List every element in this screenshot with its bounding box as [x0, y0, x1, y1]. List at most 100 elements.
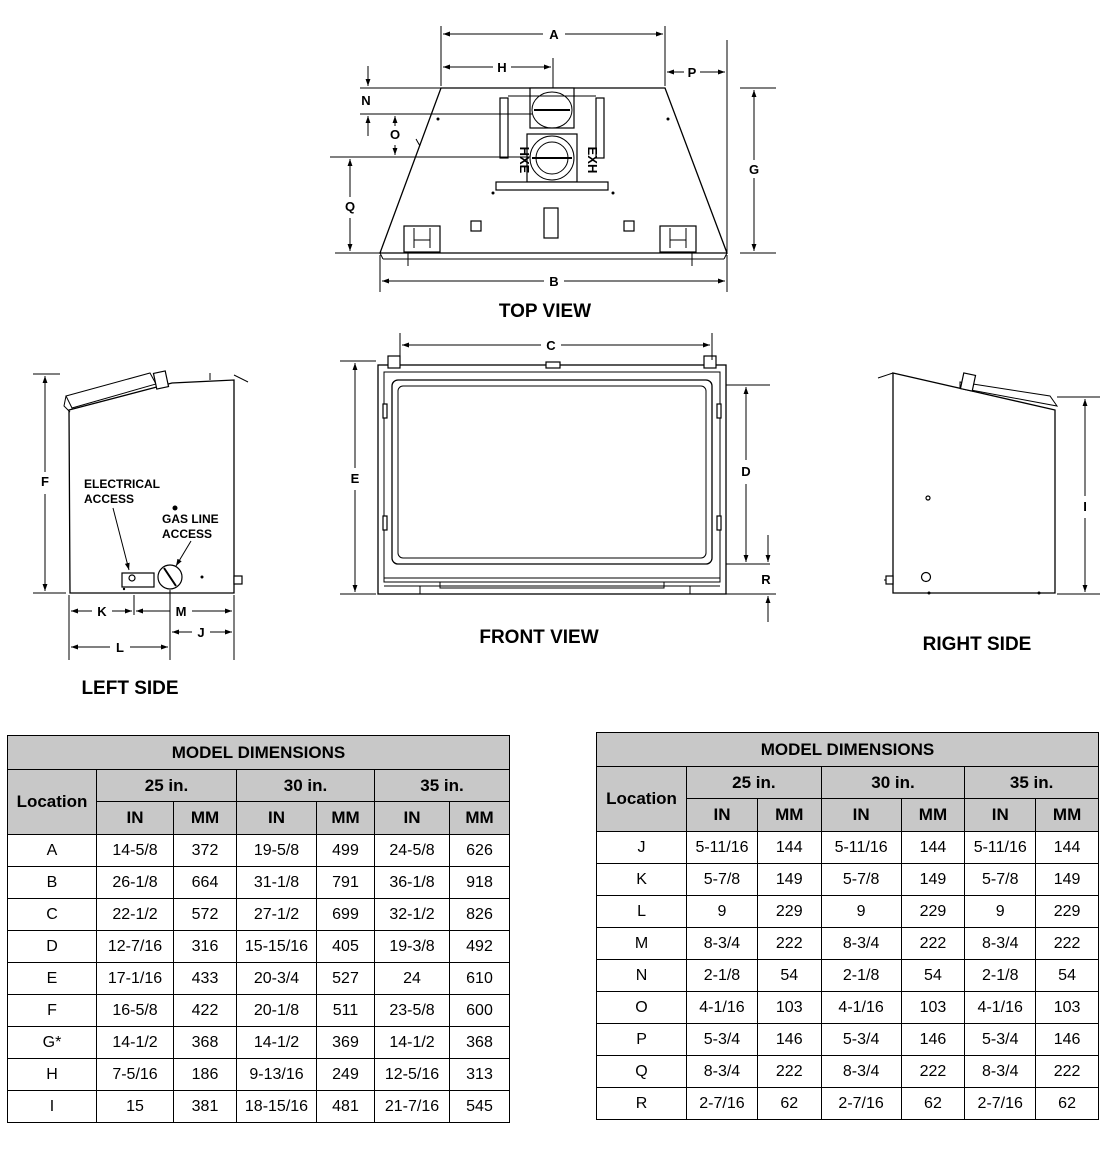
top-view-title: TOP VIEW — [499, 301, 591, 322]
value-cell: 5-7/8 — [820, 863, 902, 896]
value-cell: 2-7/16 — [964, 1087, 1037, 1120]
location-cell: H — [7, 1058, 97, 1091]
unit-header: MM — [1035, 798, 1099, 832]
value-cell: 144 — [900, 831, 966, 864]
value-cell: 791 — [316, 866, 375, 899]
left-side-title: LEFT SIDE — [81, 678, 178, 699]
unit-header: MM — [316, 801, 375, 835]
value-cell: 14-1/2 — [96, 1026, 174, 1059]
value-cell: 4-1/16 — [686, 991, 758, 1024]
value-cell: 9 — [820, 895, 902, 928]
value-cell: 2-1/8 — [964, 959, 1037, 992]
size-header: 35 in. — [964, 766, 1099, 799]
value-cell: 14-1/2 — [374, 1026, 450, 1059]
value-cell: 5-11/16 — [964, 831, 1037, 864]
value-cell: 610 — [448, 962, 511, 995]
exh-label-left: HXE — [517, 147, 532, 174]
value-cell: 222 — [900, 927, 966, 960]
value-cell: 20-1/8 — [236, 994, 317, 1027]
value-cell: 229 — [756, 895, 822, 928]
value-cell: 8-3/4 — [820, 927, 902, 960]
value-cell: 146 — [1035, 1023, 1099, 1056]
value-cell: 826 — [448, 898, 511, 931]
value-cell: 572 — [173, 898, 237, 931]
exh-label-right: EXH — [585, 147, 600, 174]
value-cell: 186 — [173, 1058, 237, 1091]
value-cell: 103 — [1035, 991, 1099, 1024]
right-side-title: RIGHT SIDE — [923, 634, 1032, 655]
value-cell: 4-1/16 — [820, 991, 902, 1024]
value-cell: 149 — [756, 863, 822, 896]
bracket-left — [403, 225, 441, 266]
value-cell: 5-3/4 — [964, 1023, 1037, 1056]
value-cell: 62 — [756, 1087, 822, 1120]
location-cell: Q — [595, 1055, 688, 1088]
value-cell: 372 — [173, 834, 237, 867]
value-cell: 149 — [900, 863, 966, 896]
value-cell: 4-1/16 — [964, 991, 1037, 1024]
value-cell: 626 — [448, 834, 511, 867]
table-title: MODEL DIMENSIONS — [596, 732, 1099, 767]
value-cell: 492 — [448, 930, 511, 963]
dim-M-label: M — [176, 604, 187, 619]
value-cell: 54 — [900, 959, 966, 992]
unit-header: IN — [964, 798, 1037, 832]
location-cell: E — [7, 962, 97, 995]
vent-collar-lower — [526, 133, 578, 183]
value-cell: 527 — [316, 962, 375, 995]
value-cell: 146 — [756, 1023, 822, 1056]
value-cell: 8-3/4 — [820, 1055, 902, 1088]
right-side-outline — [892, 372, 1056, 594]
value-cell: 5-3/4 — [820, 1023, 902, 1056]
location-cell: C — [7, 898, 97, 931]
unit-header: MM — [173, 801, 237, 835]
value-cell: 23-5/8 — [374, 994, 450, 1027]
value-cell: 229 — [900, 895, 966, 928]
bracket-right — [659, 225, 697, 266]
value-cell: 103 — [756, 991, 822, 1024]
location-cell: O — [595, 991, 688, 1024]
unit-header: IN — [820, 798, 902, 832]
value-cell: 144 — [756, 831, 822, 864]
size-header: 35 in. — [373, 769, 511, 802]
dim-I-label: I — [1083, 499, 1087, 514]
value-cell: 222 — [756, 1055, 822, 1088]
value-cell: 368 — [448, 1026, 511, 1059]
dim-R-label: R — [761, 572, 771, 587]
value-cell: 14-5/8 — [96, 834, 174, 867]
value-cell: 313 — [448, 1058, 511, 1091]
dim-L-label: L — [116, 640, 124, 655]
location-cell: F — [7, 994, 97, 1027]
unit-header: MM — [900, 798, 966, 832]
electrical-access-label-1: ELECTRICAL — [84, 477, 160, 491]
dim-F-label: F — [41, 474, 49, 489]
unit-header: IN — [374, 801, 450, 835]
glass-door — [391, 379, 713, 565]
dim-D-label: D — [741, 464, 750, 479]
unit-header: IN — [96, 801, 174, 835]
dim-Q-label: Q — [345, 199, 355, 214]
value-cell: 664 — [173, 866, 237, 899]
value-cell: 8-3/4 — [686, 1055, 758, 1088]
dim-O-label: O — [390, 127, 400, 142]
value-cell: 17-1/16 — [96, 962, 174, 995]
value-cell: 22-1/2 — [96, 898, 174, 931]
value-cell: 249 — [316, 1058, 375, 1091]
value-cell: 545 — [448, 1090, 511, 1123]
location-cell: B — [7, 866, 97, 899]
vent-collar-upper — [529, 87, 575, 129]
dim-B-label: B — [549, 274, 558, 289]
